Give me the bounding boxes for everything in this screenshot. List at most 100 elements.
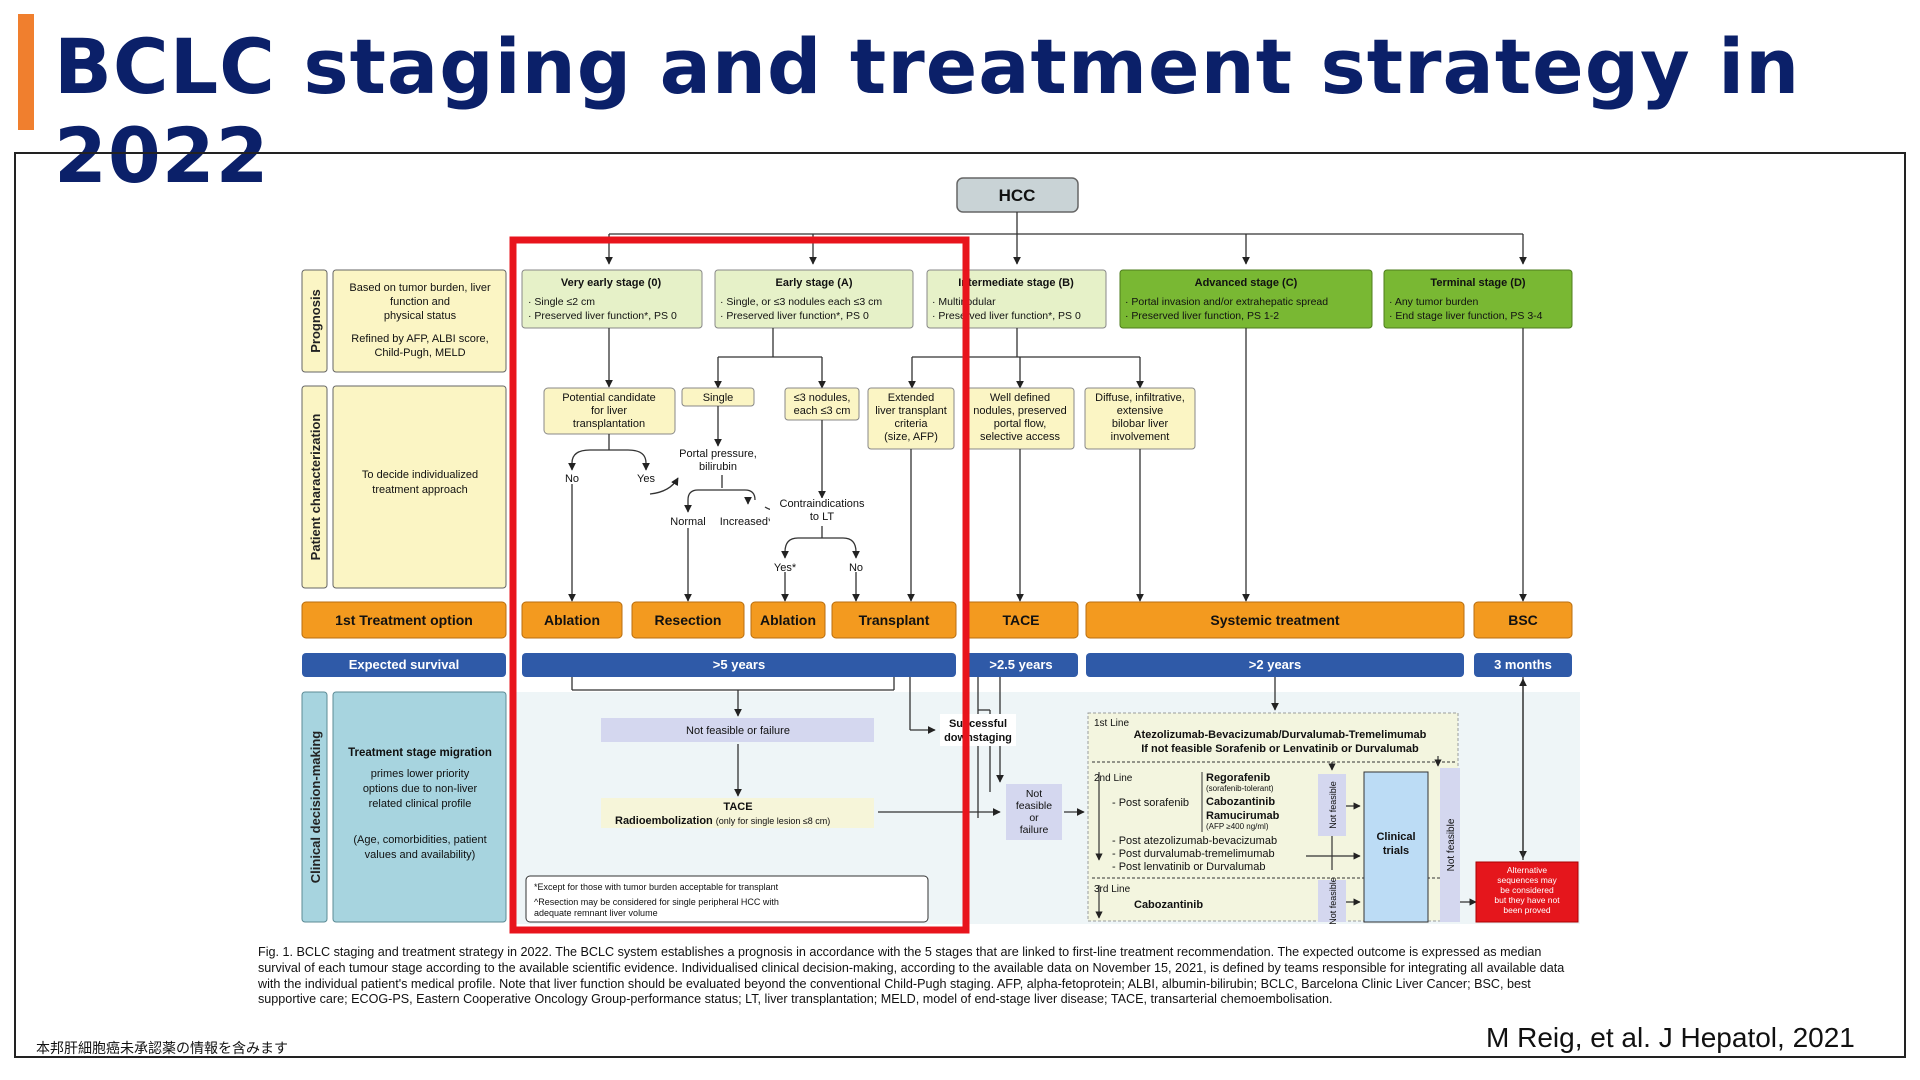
normal-label: Normal: [670, 516, 705, 528]
svg-text:Radioembolization(only for si: Radioembolization(only for single lesion…: [615, 815, 830, 827]
line1-alt: If not feasible Sorafenib or Lenvatinib …: [1141, 743, 1419, 755]
not-feasible-tag-3: [1440, 768, 1460, 922]
svg-text:Resection: Resection: [655, 612, 722, 628]
svg-text:Single: Single: [703, 392, 734, 404]
rego-note: (sorafenib-tolerant): [1206, 784, 1274, 793]
not-feasible-label: Not feasible or failure: [686, 725, 790, 737]
line2-label: 2nd Line: [1094, 773, 1133, 784]
highlight-frame: [509, 236, 970, 934]
patient-tag-label: Patient characterization: [308, 414, 323, 561]
svg-text:· Preserved liver function, PS: · Preserved liver function, PS 1-2: [1125, 310, 1279, 322]
svg-text:· Preserved liver function*, P: · Preserved liver function*, PS 0: [720, 310, 869, 322]
post-lenva: - Post lenvatinib or Durvalumab: [1112, 861, 1265, 873]
treatment-transplant: Transplant: [831, 601, 957, 639]
svg-text:· Preserved liver function*, P: · Preserved liver function*, PS 0: [932, 310, 1081, 322]
svg-text:Transplant: Transplant: [859, 612, 930, 628]
stage-connectors: [605, 328, 1527, 602]
svg-text:· Portal invasion and/or extra: · Portal invasion and/or extrahepatic sp…: [1125, 296, 1328, 308]
svg-text:· Any tumor burden: · Any tumor burden: [1389, 296, 1478, 308]
survival-3m: 3 months: [1474, 653, 1572, 677]
treatment-bsc: BSC: [1473, 601, 1573, 639]
svg-text:Ablation: Ablation: [760, 612, 816, 628]
patient-panel: [332, 385, 507, 589]
not-feasible-tag-1: [1318, 774, 1346, 836]
footnote-2: ^Resection may be considered for single …: [534, 897, 779, 918]
svg-text:BSC: BSC: [1508, 612, 1538, 628]
portal-label: Portal pressure,bilirubin: [679, 448, 757, 473]
survival-2y: >2 years: [1086, 653, 1464, 677]
line3-label: 3rd Line: [1094, 884, 1131, 895]
survival-box: [302, 653, 506, 677]
survival-5y: >5 years: [522, 653, 956, 677]
citation: M Reig, et al. J Hepatol, 2021: [1486, 1022, 1855, 1053]
svg-text:Early stage (A): Early stage (A): [775, 277, 852, 289]
yes-label-1: Yes: [637, 473, 655, 485]
figure-frame: [14, 152, 1906, 1058]
not-feasible-box: [601, 718, 874, 742]
svg-text:≤3 nodules,each ≤3 cm: ≤3 nodules,each ≤3 cm: [794, 392, 851, 417]
svg-text:Very early stage (0): Very early stage (0): [561, 277, 662, 289]
svg-text:· End stage liver function, PS: · End stage liver function, PS 3-4: [1389, 310, 1543, 322]
svg-text:· Single ≤2 cm: · Single ≤2 cm: [528, 296, 595, 308]
svg-text:>2.5 years: >2.5 years: [989, 657, 1052, 672]
svg-text:>2 years: >2 years: [1249, 657, 1301, 672]
treatment-ablation-1: Ablation: [521, 601, 623, 639]
stage-b-box: Intermediate stage (B) · Multinodular · …: [926, 269, 1107, 329]
stage-c-box: Advanced stage (C) · Portal invasion and…: [1119, 269, 1373, 329]
yes-label-2: Yes*: [774, 562, 797, 574]
svg-text:Not feasible: Not feasible: [1328, 877, 1338, 925]
svg-text:Not feasible: Not feasible: [1328, 781, 1338, 829]
svg-text:· Preserved liver function*, P: · Preserved liver function*, PS 0: [528, 310, 677, 322]
clinical-connectors: [571, 677, 1527, 860]
alternative-box: [1475, 861, 1579, 923]
line1-drug: Atezolizumab-Bevacizumab/Durvalumab-Trem…: [1134, 729, 1427, 741]
not-feasible-tag-2: [1318, 880, 1346, 922]
first-option-label: 1st Treatment option: [335, 612, 473, 628]
treatment-systemic: Systemic treatment: [1085, 601, 1465, 639]
nodules-box: ≤3 nodules,each ≤3 cm: [784, 387, 860, 421]
treatment-ablation-2: Ablation: [750, 601, 826, 639]
svg-text:>5 years: >5 years: [713, 657, 765, 672]
clinical-tag: [301, 691, 328, 923]
first-option-box: [301, 601, 507, 639]
cabo-label: Cabozantinib: [1206, 796, 1275, 808]
single-box: Single: [681, 387, 755, 407]
slide-title: BCLC staging and treatment strategy in 2…: [54, 22, 1801, 200]
post-atezo: - Post atezolizumab-bevacizumab: [1112, 835, 1277, 847]
clinical-trials-box: [1363, 771, 1429, 923]
prognosis-text2: Refined by AFP, ALBI score,Child-Pugh, M…: [351, 333, 488, 359]
figure-caption: Fig. 1. BCLC staging and treatment strat…: [258, 945, 1565, 1007]
ramu-label: Ramucirumab: [1206, 810, 1280, 822]
svg-text:Ablation: Ablation: [544, 612, 600, 628]
no-label-2: No: [849, 562, 863, 574]
stage-a-box: Early stage (A) · Single, or ≤3 nodules …: [714, 269, 914, 329]
hcc-label: HCC: [999, 186, 1036, 205]
survival-label: Expected survival: [349, 657, 460, 672]
line1-label: 1st Line: [1094, 718, 1129, 729]
svg-text:3 months: 3 months: [1494, 657, 1552, 672]
clinical-panel: [332, 691, 507, 923]
increased-label: Increased*: [720, 516, 773, 528]
tace-radio-box: [601, 798, 874, 828]
ramu-note: (AFP ≥400 ng/ml): [1206, 822, 1269, 831]
stage-0-box: Very early stage (0) · Single ≤2 cm · Pr…: [521, 269, 703, 329]
radio-small-label: (only for single lesion ≤8 cm): [716, 816, 830, 826]
radio-label: Radioembolization: [615, 815, 713, 827]
stage-d-box: Terminal stage (D) · Any tumor burden · …: [1383, 269, 1573, 329]
no-label-1: No: [565, 473, 579, 485]
survival-25y: >2.5 years: [964, 653, 1078, 677]
prognosis-panel: [332, 269, 507, 373]
svg-text:Terminal stage (D): Terminal stage (D): [1430, 277, 1525, 289]
